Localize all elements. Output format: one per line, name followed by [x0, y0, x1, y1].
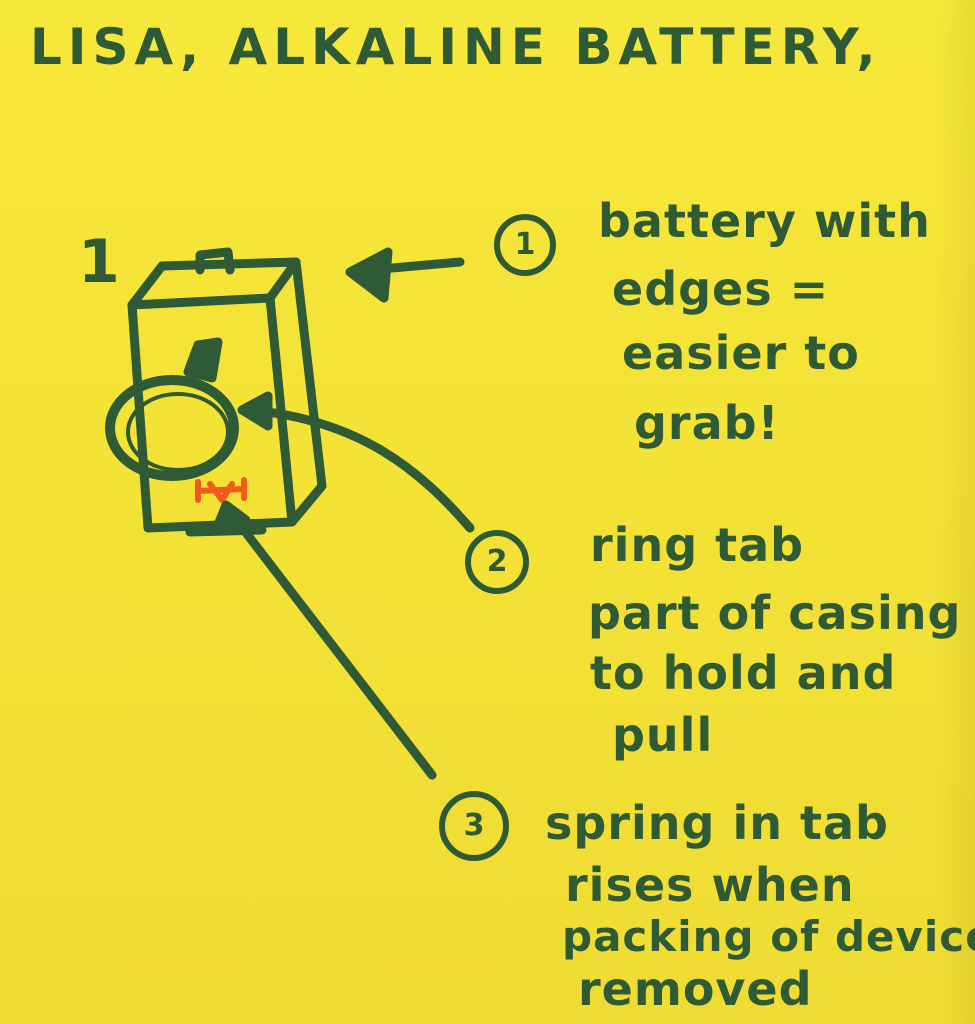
annotation-2-line: part of casing	[588, 586, 962, 640]
ring-tab-stem	[183, 337, 223, 383]
spring-mark	[195, 477, 247, 503]
annotation-3-line: packing of device	[562, 912, 975, 961]
sketch-number: 1	[78, 227, 120, 297]
leader-arrow-2	[245, 405, 475, 533]
ring-tab	[105, 375, 239, 481]
number-circle-3	[439, 791, 509, 861]
annotation-1-line: edges =	[612, 262, 830, 316]
leader-arrowhead-3	[211, 500, 251, 535]
note-title: LISA, ALKALINE BATTERY,	[30, 18, 882, 76]
annotation-2-line: to hold and	[590, 646, 897, 700]
number-circle-1	[494, 214, 556, 276]
battery-side-face	[287, 257, 327, 527]
annotation-number-3: 3	[463, 808, 485, 843]
annotation-3-line: spring in tab	[545, 796, 889, 850]
annotation-1-line: easier to	[622, 326, 860, 380]
annotation-1-line: battery with	[598, 194, 931, 248]
leader-arrowhead-1	[345, 247, 393, 303]
leader-arrowhead-2	[237, 391, 273, 431]
annotation-2-line: pull	[612, 708, 714, 762]
annotation-2-line: ring tab	[590, 518, 805, 572]
battery-terminal	[195, 247, 235, 275]
annotation-3-line: removed	[578, 962, 813, 1016]
annotation-1-line: grab!	[634, 396, 780, 450]
leader-arrow-3	[225, 507, 437, 780]
number-circle-2	[465, 530, 529, 594]
annotation-number-2: 2	[486, 544, 508, 579]
ring-tab-inner	[126, 392, 230, 472]
annotation-3-line: rises when	[565, 858, 855, 912]
annotation-number-1: 1	[514, 227, 536, 262]
